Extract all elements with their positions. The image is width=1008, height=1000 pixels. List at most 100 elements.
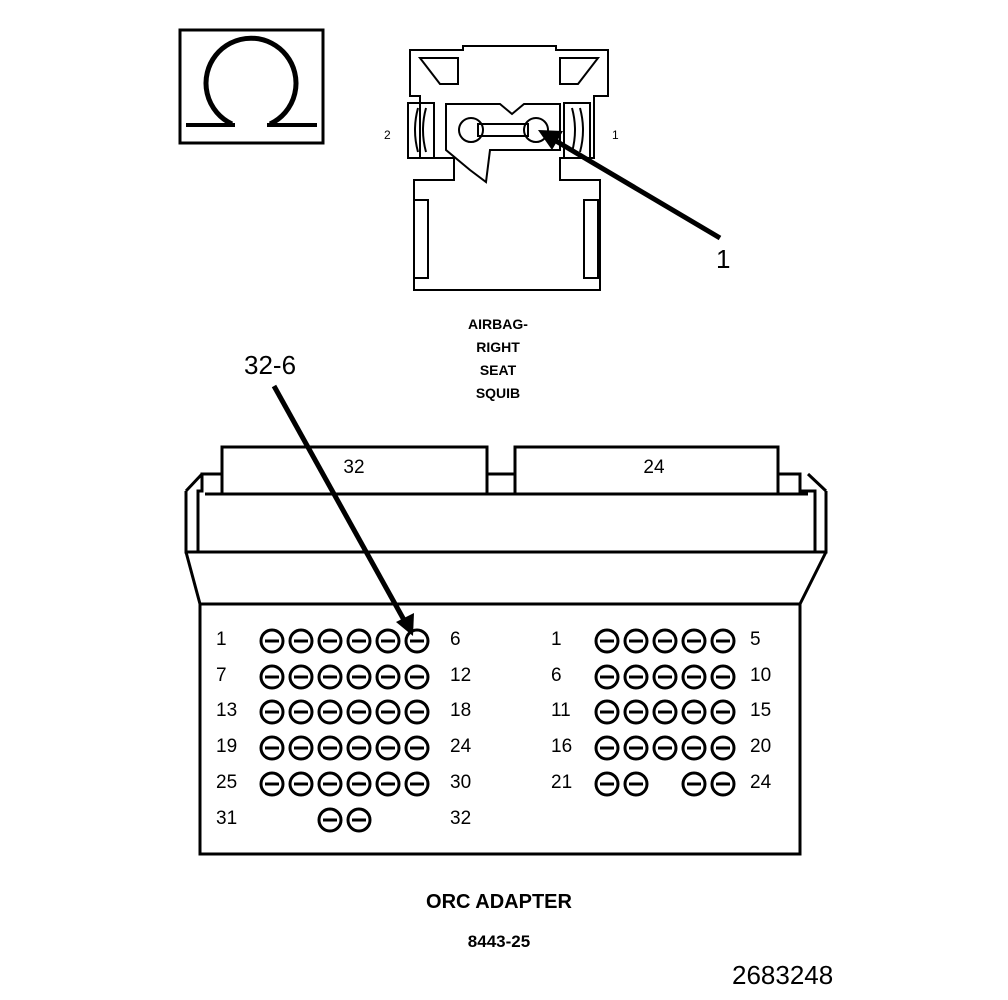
pin-terminal bbox=[259, 664, 285, 690]
pin-terminal bbox=[317, 699, 343, 725]
pin-terminal bbox=[346, 807, 372, 833]
pin-terminal bbox=[652, 735, 678, 761]
pin-terminal bbox=[404, 664, 430, 690]
row-end-label: 18 bbox=[450, 700, 472, 721]
pin-terminal bbox=[288, 628, 314, 654]
pin-terminal bbox=[710, 771, 736, 797]
pin-terminal bbox=[404, 771, 430, 797]
callout-arrow-1 bbox=[538, 130, 722, 241]
row-start-label: 7 bbox=[216, 665, 227, 686]
pin-terminal bbox=[710, 664, 736, 690]
pin-terminal bbox=[681, 628, 707, 654]
row-start-label: 6 bbox=[551, 665, 562, 686]
cavity-label-24: 24 bbox=[643, 457, 665, 478]
pin-terminal bbox=[681, 664, 707, 690]
pin-terminal bbox=[404, 628, 430, 654]
row-end-label: 30 bbox=[450, 772, 472, 793]
squib-pin-1-label: 1 bbox=[612, 128, 619, 142]
pin-terminal bbox=[375, 699, 401, 725]
adapter-title: ORC ADAPTER bbox=[426, 891, 572, 913]
row-end-label: 6 bbox=[450, 629, 461, 650]
row-end-label: 10 bbox=[750, 665, 772, 686]
pin-terminal bbox=[317, 664, 343, 690]
pin-terminal bbox=[404, 699, 430, 725]
row-end-label: 5 bbox=[750, 629, 761, 650]
pin-grid-left bbox=[259, 628, 430, 833]
row-end-label: 32 bbox=[450, 808, 472, 829]
pin-terminal bbox=[346, 771, 372, 797]
pin-terminal bbox=[652, 699, 678, 725]
row-start-label: 13 bbox=[216, 700, 238, 721]
pin-terminal bbox=[594, 664, 620, 690]
pin-terminal bbox=[710, 735, 736, 761]
row-end-label: 24 bbox=[750, 772, 772, 793]
adapter-part-number: 8443-25 bbox=[467, 932, 531, 951]
figure-number: 2683248 bbox=[732, 960, 834, 990]
pin-terminal bbox=[681, 735, 707, 761]
pin-terminal bbox=[623, 771, 649, 797]
squib-label-line: AIRBAG- bbox=[468, 316, 528, 332]
orc-adapter-body bbox=[184, 445, 828, 856]
pin-terminal bbox=[259, 771, 285, 797]
pin-terminal bbox=[623, 664, 649, 690]
squib-label: AIRBAG- RIGHT SEAT SQUIB bbox=[438, 313, 558, 405]
callout-label-32-6: 32-6 bbox=[244, 350, 297, 380]
pin-terminal bbox=[652, 628, 678, 654]
squib-label-line: SEAT bbox=[479, 362, 517, 378]
pin-terminal bbox=[288, 699, 314, 725]
pin-terminal bbox=[317, 807, 343, 833]
cavity-label-32: 32 bbox=[343, 457, 365, 478]
pin-terminal bbox=[623, 735, 649, 761]
pin-terminal bbox=[317, 628, 343, 654]
squib-connector bbox=[407, 45, 609, 291]
pin-terminal bbox=[317, 771, 343, 797]
row-end-label: 12 bbox=[450, 665, 472, 686]
pin-terminal bbox=[346, 699, 372, 725]
pin-terminal bbox=[652, 664, 678, 690]
row-start-label: 19 bbox=[216, 736, 238, 757]
row-start-label: 1 bbox=[551, 629, 562, 650]
pin-terminal bbox=[623, 628, 649, 654]
pin-terminal bbox=[710, 628, 736, 654]
squib-pin-2-label: 2 bbox=[384, 128, 391, 142]
pin-grid-right bbox=[594, 628, 736, 797]
row-end-label: 20 bbox=[750, 736, 772, 757]
pin-terminal bbox=[346, 735, 372, 761]
pin-terminal bbox=[346, 664, 372, 690]
row-end-label: 24 bbox=[450, 736, 472, 757]
pin-terminal bbox=[346, 628, 372, 654]
pin-terminal bbox=[317, 735, 343, 761]
row-start-label: 1 bbox=[216, 629, 227, 650]
pin-terminal bbox=[594, 699, 620, 725]
pin-terminal bbox=[681, 699, 707, 725]
pin-terminal bbox=[259, 699, 285, 725]
pin-terminal bbox=[259, 628, 285, 654]
row-start-label: 25 bbox=[216, 772, 238, 793]
pin-terminal bbox=[710, 699, 736, 725]
pin-terminal bbox=[681, 771, 707, 797]
row-start-label: 21 bbox=[551, 772, 573, 793]
callout-label-1: 1 bbox=[716, 244, 731, 274]
callout-arrow-32-6 bbox=[271, 384, 414, 636]
pin-terminal bbox=[594, 628, 620, 654]
row-start-label: 16 bbox=[551, 736, 573, 757]
pin-terminal bbox=[288, 664, 314, 690]
row-end-label: 15 bbox=[750, 700, 772, 721]
pin-terminal bbox=[594, 771, 620, 797]
squib-label-line: RIGHT bbox=[476, 339, 520, 355]
pin-terminal bbox=[375, 628, 401, 654]
pin-terminal bbox=[594, 735, 620, 761]
pin-terminal bbox=[288, 771, 314, 797]
squib-label-line: SQUIB bbox=[475, 385, 521, 401]
row-start-label: 11 bbox=[551, 700, 571, 721]
pin-terminal bbox=[259, 735, 285, 761]
ohm-icon bbox=[178, 28, 325, 145]
pin-terminal bbox=[288, 735, 314, 761]
pin-terminal bbox=[375, 771, 401, 797]
pin-terminal bbox=[375, 735, 401, 761]
pin-terminal bbox=[375, 664, 401, 690]
pin-terminal bbox=[623, 699, 649, 725]
pin-terminal bbox=[404, 735, 430, 761]
row-start-label: 31 bbox=[216, 808, 238, 829]
